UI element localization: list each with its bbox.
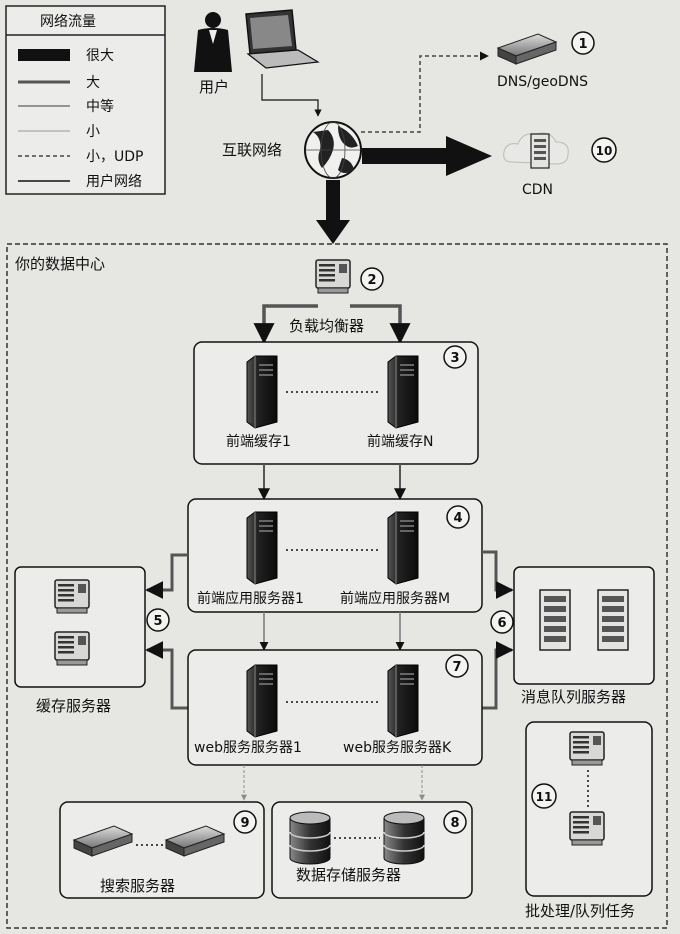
datacenter-boundary xyxy=(6,243,668,929)
dns-server-icon xyxy=(497,33,557,65)
cache-server-group xyxy=(14,566,146,688)
marker-1: 1 xyxy=(571,31,595,55)
marker-11: 11 xyxy=(531,783,557,809)
internet-label: 互联网络 xyxy=(222,141,282,159)
queue-server-label: 消息队列服务器 xyxy=(521,688,626,706)
edge-lb-cache-right xyxy=(350,304,411,345)
batch-job-label: 批处理/队列任务 xyxy=(525,902,635,920)
edge-web-queue xyxy=(482,641,514,710)
legend-label-small: 小 xyxy=(86,124,100,140)
edge-lb-cache-left xyxy=(253,304,318,345)
legend-box xyxy=(5,5,166,195)
svg-text:6: 6 xyxy=(497,616,506,631)
search-server-label: 搜索服务器 xyxy=(100,877,175,895)
laptop-icon xyxy=(245,9,320,69)
storage-db-1-icon xyxy=(289,811,331,865)
svg-text:4: 4 xyxy=(453,511,462,526)
legend-label-medium: 中等 xyxy=(86,98,114,115)
marker-4: 4 xyxy=(446,505,470,529)
queue-server-2-icon xyxy=(597,589,629,651)
frontend-cache-n-icon xyxy=(387,355,419,429)
edge-app-cache xyxy=(145,553,188,599)
edge-web-cache xyxy=(145,641,188,710)
cdn-cloud-icon xyxy=(503,132,569,169)
cdn-label: CDN xyxy=(522,182,553,198)
legend-label-small-udp: 小，UDP xyxy=(86,149,143,165)
svg-text:3: 3 xyxy=(450,351,459,366)
legend-label-user-network: 用户网络 xyxy=(86,173,142,190)
app-server-1-icon xyxy=(246,511,278,585)
app-server-1-label: 前端应用服务器1 xyxy=(197,590,304,607)
svg-text:9: 9 xyxy=(240,816,249,831)
user-label: 用户 xyxy=(199,78,229,96)
load-balancer-label: 负载均衡器 xyxy=(289,317,364,335)
queue-server-1-icon xyxy=(539,589,571,651)
dns-label: DNS/geoDNS xyxy=(497,74,588,90)
marker-7: 7 xyxy=(445,654,469,678)
marker-8: 8 xyxy=(443,810,467,834)
marker-3: 3 xyxy=(443,345,467,369)
edge-user-internet xyxy=(261,74,322,117)
frontend-cache-n-label: 前端缓存N xyxy=(367,433,433,450)
cache-server-2-icon xyxy=(54,631,90,666)
app-server-m-label: 前端应用服务器M xyxy=(340,590,450,607)
storage-server-label: 数据存储服务器 xyxy=(296,866,401,884)
web-server-1-icon xyxy=(246,664,278,738)
legend: 网络流量 很大 大 中等 小 小，UDP 用户网络 xyxy=(5,5,166,195)
user-icon xyxy=(194,12,232,72)
svg-text:2: 2 xyxy=(367,273,376,288)
frontend-cache-1-label: 前端缓存1 xyxy=(226,433,291,450)
search-server-group xyxy=(59,801,265,899)
svg-text:11: 11 xyxy=(536,790,553,804)
cache-server-1-icon xyxy=(54,579,90,614)
marker-2: 2 xyxy=(360,267,384,291)
marker-9: 9 xyxy=(233,810,257,834)
web-server-1-label: web服务服务器1 xyxy=(194,740,302,756)
legend-title: 网络流量 xyxy=(40,14,96,30)
web-server-k-icon xyxy=(387,664,419,738)
queue-server-group xyxy=(513,566,655,685)
svg-text:7: 7 xyxy=(452,660,461,675)
batch-server-2-icon xyxy=(569,811,605,846)
storage-db-2-icon xyxy=(383,811,425,865)
frontend-cache-1-icon xyxy=(246,355,278,429)
edge-internet-dns xyxy=(361,51,489,133)
app-server-m-icon xyxy=(387,511,419,585)
legend-label-very-large: 很大 xyxy=(86,48,114,64)
legend-label-large: 大 xyxy=(86,75,100,91)
marker-5: 5 xyxy=(146,608,170,632)
edge-app-queue xyxy=(482,550,514,599)
batch-job-group xyxy=(525,721,653,897)
edge-internet-cdn xyxy=(362,136,492,176)
marker-10: 10 xyxy=(591,137,617,163)
svg-text:1: 1 xyxy=(578,37,587,52)
datacenter-label: 你的数据中心 xyxy=(15,255,105,273)
edge-internet-datacenter xyxy=(316,180,350,244)
batch-server-1-icon xyxy=(569,731,605,766)
svg-text:5: 5 xyxy=(153,614,162,629)
load-balancer-icon xyxy=(315,259,351,294)
marker-6: 6 xyxy=(490,610,514,634)
cache-server-label: 缓存服务器 xyxy=(36,697,111,715)
globe-icon xyxy=(304,121,362,179)
svg-text:8: 8 xyxy=(450,816,459,831)
web-server-k-label: web服务服务器K xyxy=(343,740,452,756)
svg-text:10: 10 xyxy=(596,144,613,158)
